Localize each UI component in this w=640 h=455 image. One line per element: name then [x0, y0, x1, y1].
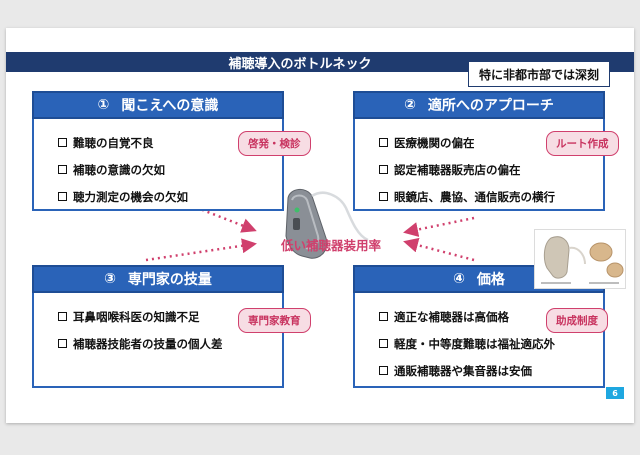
- list-item: 補聴の意識の欠如: [58, 156, 282, 183]
- list-item-text: 認定補聴器販売店の偏在: [394, 162, 521, 177]
- list-item: 認定補聴器販売店の偏在: [379, 156, 603, 183]
- list-item-text: 通販補聴器や集音器は安価: [394, 363, 532, 378]
- checkbox-square-icon: [58, 312, 67, 321]
- quadrant-heading: ① 聞こえへの意識: [32, 91, 284, 119]
- list-item: 適正な補聴器は高価格: [379, 303, 603, 330]
- list-item-text: 眼鏡店、農協、通信販売の横行: [394, 189, 555, 204]
- quadrant-heading: ② 適所へのアプローチ: [353, 91, 605, 119]
- list-item-text: 耳鼻咽喉科医の知識不足: [73, 309, 200, 324]
- quadrant-awareness: ① 聞こえへの意識 難聴の自覚不良 補聴の意識の欠如 聴力測定の機会の欠如: [32, 91, 284, 211]
- solution-badge-awareness: 啓発・検診: [238, 131, 311, 156]
- quadrant-title: 適所へのアプローチ: [427, 98, 554, 114]
- slide: 補聴導入のボトルネック 特に非都市部では深刻 低い補聴器装用率 ① 聞こえへの: [6, 28, 634, 423]
- list-item: 補聴器技能者の技量の個人差: [58, 330, 282, 357]
- checkbox-square-icon: [379, 192, 388, 201]
- severity-tag: 特に非都市部では深刻: [467, 61, 610, 87]
- arrow-from-q2: [403, 216, 475, 237]
- checkbox-square-icon: [58, 339, 67, 348]
- list-item-text: 聴力測定の機会の欠如: [73, 189, 188, 204]
- checkbox-square-icon: [58, 138, 67, 147]
- list-item-text: 軽度・中等度難聴は福祉適応外: [394, 336, 555, 351]
- checkbox-square-icon: [379, 165, 388, 174]
- list-item: 眼鏡店、農協、通信販売の横行: [379, 183, 603, 210]
- checkbox-square-icon: [58, 192, 67, 201]
- severity-tag-text: 特に非都市部では深刻: [478, 67, 599, 82]
- list-item: 医療機関の偏在: [379, 129, 603, 156]
- quadrant-heading: ③ 専門家の技量: [32, 265, 284, 293]
- solution-badge-access: ルート作成: [546, 131, 619, 156]
- arrow-from-q3: [145, 238, 257, 262]
- quadrant-title: 聞こえへの意識: [121, 98, 219, 114]
- quadrant-number: ③: [104, 271, 116, 287]
- list-item-text: 医療機関の偏在: [394, 135, 475, 150]
- quadrant-body: 医療機関の偏在 認定補聴器販売店の偏在 眼鏡店、農協、通信販売の横行: [353, 119, 605, 211]
- solution-badge-expertise: 専門家教育: [238, 308, 311, 333]
- list-item: 通販補聴器や集音器は安価: [379, 357, 603, 384]
- list-item-text: 補聴器技能者の技量の個人差: [73, 336, 223, 351]
- quadrant-number: ②: [404, 97, 416, 113]
- quadrant-access: ② 適所へのアプローチ 医療機関の偏在 認定補聴器販売店の偏在 眼鏡店、農協、通…: [353, 91, 605, 211]
- list-item-text: 難聴の自覚不良: [73, 135, 154, 150]
- list-item: 聴力測定の機会の欠如: [58, 183, 282, 210]
- arrow-from-q4: [403, 237, 475, 262]
- quadrant-title: 価格: [476, 272, 505, 288]
- quadrant-title: 専門家の技量: [127, 272, 212, 288]
- quadrant-number: ④: [453, 271, 465, 287]
- list-item-text: 適正な補聴器は高価格: [394, 309, 509, 324]
- checkbox-square-icon: [379, 366, 388, 375]
- checkbox-square-icon: [379, 138, 388, 147]
- checkbox-square-icon: [379, 312, 388, 321]
- hearing-aid-product-photo: [534, 229, 626, 289]
- list-item: 耳鼻咽喉科医の知識不足: [58, 303, 282, 330]
- page-number: 6: [606, 387, 624, 399]
- checkbox-square-icon: [379, 339, 388, 348]
- quadrant-number: ①: [97, 97, 110, 113]
- list-item: 軽度・中等度難聴は福祉適応外: [379, 330, 603, 357]
- list-item-text: 補聴の意識の欠如: [73, 162, 165, 177]
- central-problem-label: 低い補聴器装用率: [280, 238, 381, 253]
- checkbox-square-icon: [58, 165, 67, 174]
- list-item: 難聴の自覚不良: [58, 129, 282, 156]
- slide-title: 補聴導入のボトルネック: [228, 56, 372, 72]
- product-image: [541, 236, 624, 284]
- solution-badge-price: 助成制度: [546, 308, 608, 333]
